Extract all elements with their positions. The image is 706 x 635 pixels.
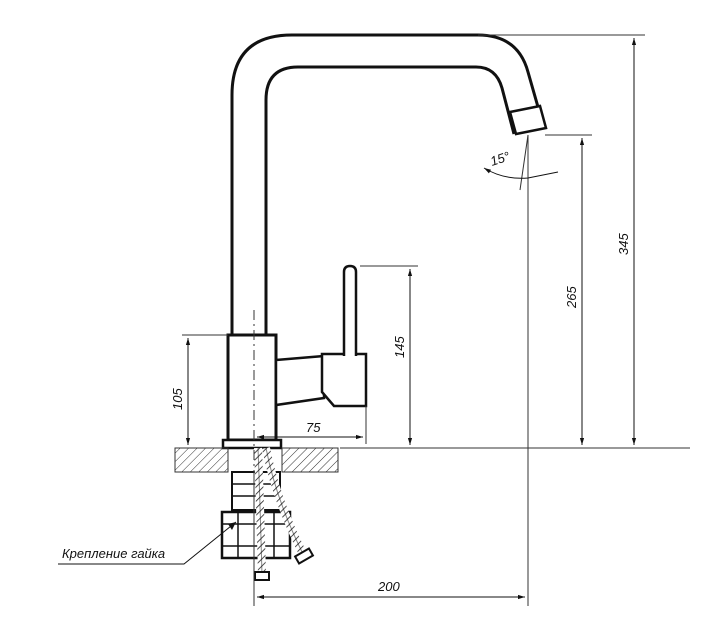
hose-right-outline: [265, 447, 305, 557]
callout-label: Крепление гайка: [62, 546, 165, 561]
handle-socket: [274, 354, 326, 407]
spout-inner-contour: [264, 65, 516, 335]
dim-total-height-text: 345: [616, 233, 631, 255]
hose-left-fitting: [254, 571, 270, 581]
callout-leader: [58, 521, 237, 565]
aerator-tip: [508, 104, 548, 136]
countertop-right: [281, 447, 339, 473]
hose-left-outline: [257, 447, 263, 576]
handle-lever: [342, 264, 358, 356]
countertop-left: [174, 447, 229, 473]
dim-spout-height-text: 265: [564, 286, 579, 309]
mounting-nut: [220, 510, 292, 560]
base-flange: [221, 438, 283, 450]
hose-right-fitting: [293, 547, 315, 565]
dim-spout-angle-arc: [483, 167, 559, 179]
dim-handle-offset-text: 75: [306, 420, 321, 435]
dim-handle-height-text: 145: [392, 336, 407, 358]
dim-body-height-text: 105: [170, 388, 185, 410]
dim-spout-angle-text: 15°: [488, 149, 511, 169]
handle-base: [320, 352, 368, 408]
faucet-body: [226, 333, 278, 442]
spout-outer-contour: [230, 33, 546, 335]
dim-spout-reach-text: 200: [377, 579, 400, 594]
